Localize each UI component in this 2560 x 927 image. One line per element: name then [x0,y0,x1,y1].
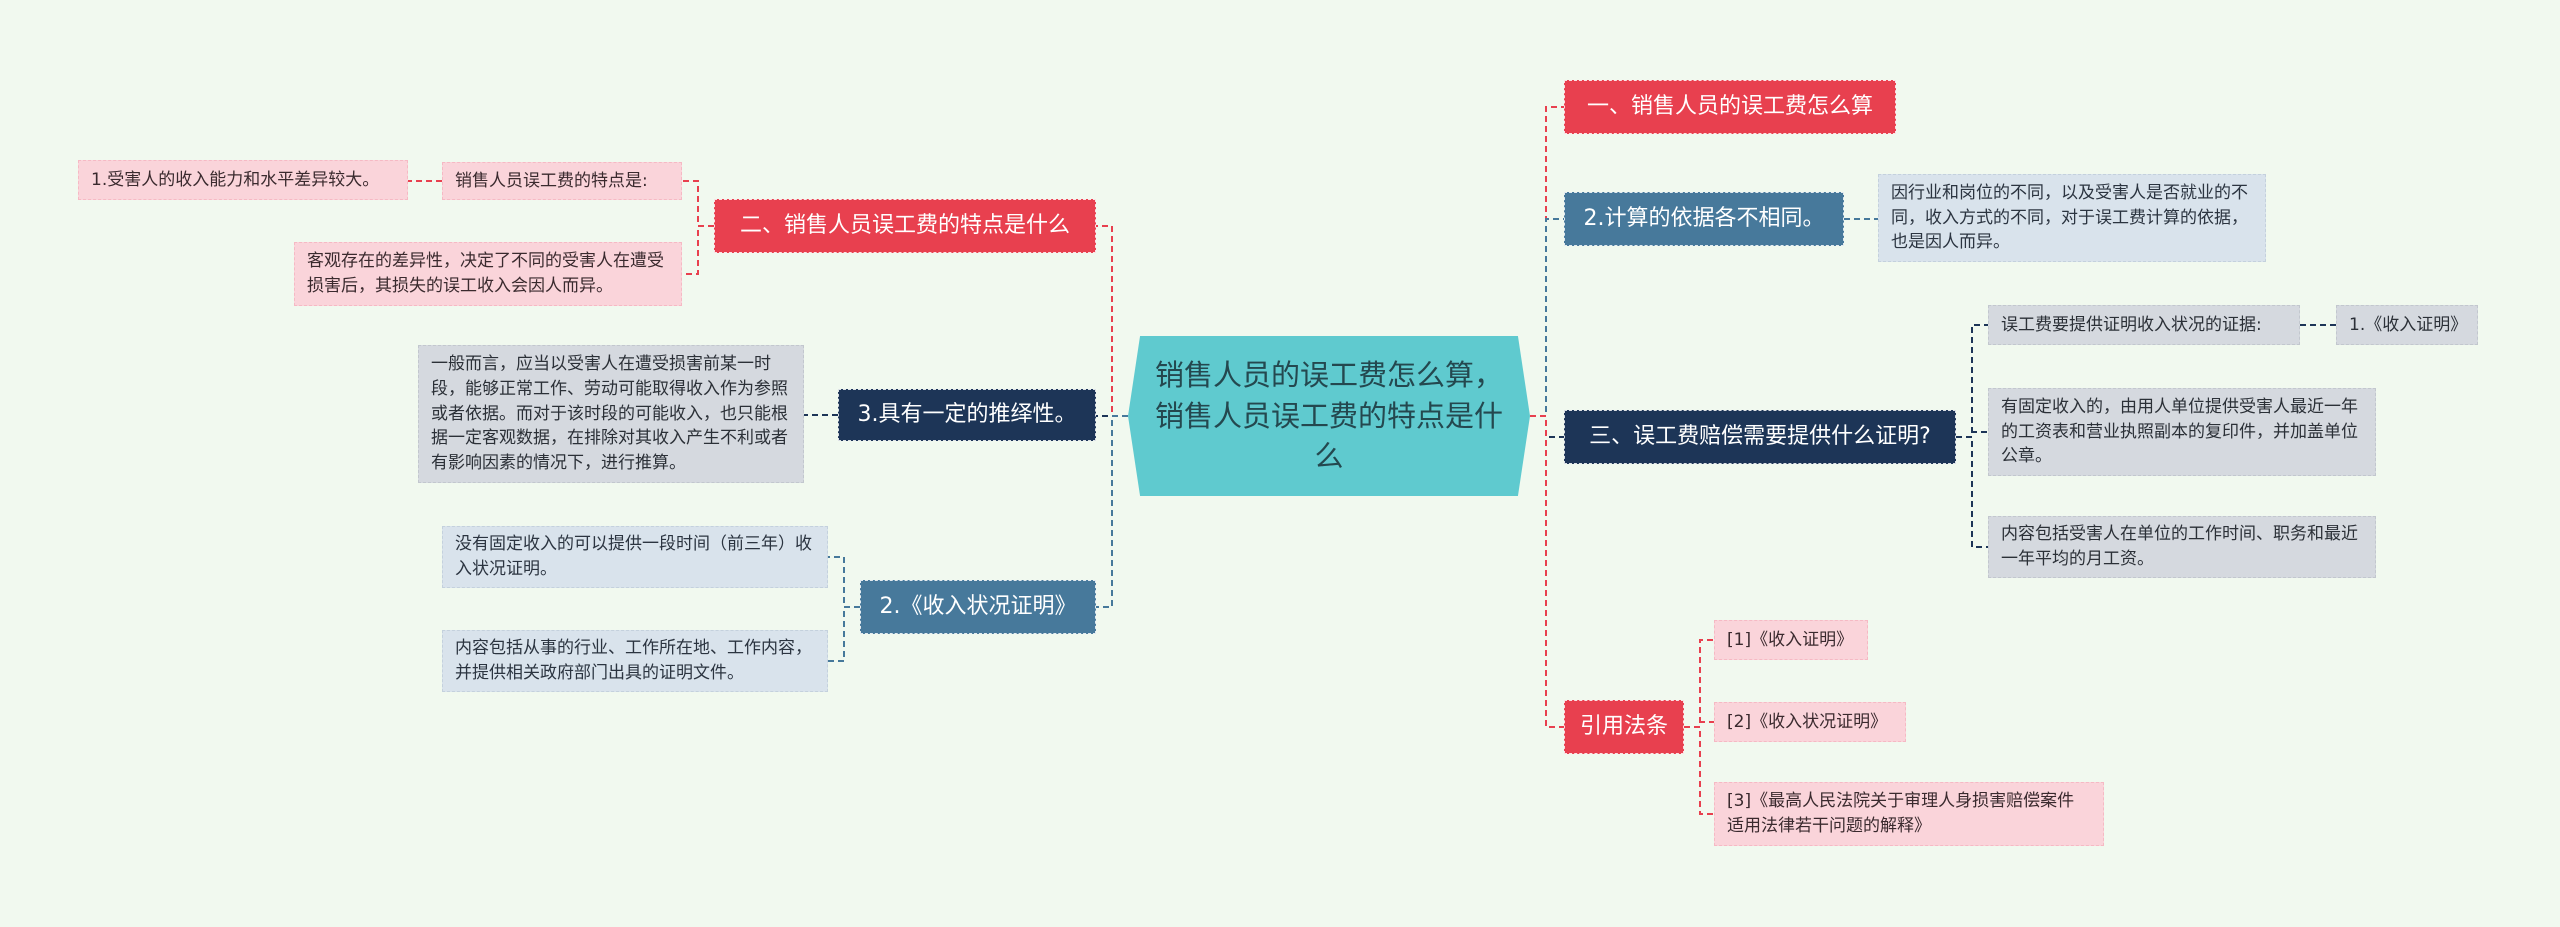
branch-basis[interactable]: 2.计算的依据各不相同。 [1564,192,1844,246]
ref-item-2-text: [2]《收入状况证明》 [1727,711,1888,732]
branch-refs-label: 引用法条 [1579,714,1668,740]
link-refs-3 [1684,726,1714,815]
branch-proof[interactable]: 三、误工费赔偿需要提供什么证明? [1564,410,1956,464]
proof-item-2-text: 有固定收入的，由用人单位提供受害人最近一年的工资表和营业执照副本的复印件，并加盖… [2001,397,2358,467]
inference-text[interactable]: 一般而言，应当以受害人在遭受损害前某一时段，能够正常工作、劳动可能取得收入作为参… [418,345,804,483]
income-cert-item-2[interactable]: 内容包括从事的行业、工作所在地、工作内容，并提供相关政府部门出具的证明文件。 [442,630,828,692]
features-diff-text[interactable]: 客观存在的差异性，决定了不同的受害人在遭受损害后，其损失的误工收入会因人而异。 [294,242,682,306]
proof-item-1-text: 误工费要提供证明收入状况的证据: [2001,314,2262,335]
link-center-refs [1530,415,1564,728]
ref-item-1-text: [1]《收入证明》 [1727,629,1854,650]
central-topic-text: 销售人员的误工费怎么算，销售人员误工费的特点是什么 [1154,358,1503,474]
ref-item-1[interactable]: [1]《收入证明》 [1714,620,1868,660]
link-proof-item1 [1956,324,1988,438]
branch-how-calc-label: 一、销售人员的误工费怎么算 [1586,94,1873,120]
branch-how-calc[interactable]: 一、销售人员的误工费怎么算 [1564,80,1896,134]
proof-item-1[interactable]: 误工费要提供证明收入状况的证据: [1988,305,2300,345]
branch-inference-label: 3.具有一定的推绎性。 [857,402,1077,428]
link-refs-1 [1684,639,1714,728]
branch-inference[interactable]: 3.具有一定的推绎性。 [838,389,1096,441]
link-center-proof [1530,415,1564,438]
link-income-item1 [828,556,860,608]
proof-item-3-text: 内容包括受害人在单位的工作时间、职务和最近一年平均的月工资。 [2001,524,2358,569]
branch-proof-label: 三、误工费赔偿需要提供什么证明? [1589,424,1931,450]
features-point-1[interactable]: 1.受害人的收入能力和水平差异较大。 [78,160,408,200]
proof-item-1-sub[interactable]: 1.《收入证明》 [2336,305,2478,345]
features-diff-text-content: 客观存在的差异性，决定了不同的受害人在遭受损害后，其损失的误工收入会因人而异。 [307,251,664,296]
branch-refs[interactable]: 引用法条 [1564,700,1684,754]
link-proof-item3 [1956,436,1988,548]
ref-item-3-text: [3]《最高人民法院关于审理人身损害赔偿案件适用法律若干问题的解释》 [1727,791,2075,836]
branch-income-cert-label: 2.《收入状况证明》 [879,594,1077,620]
link-features-diff [682,225,714,275]
basis-text-content: 因行业和岗位的不同，以及受害人是否就业的不同，收入方式的不同，对于误工费计算的依… [1891,183,2248,253]
ref-item-2[interactable]: [2]《收入状况证明》 [1714,702,1906,742]
proof-item-1-sub-text: 1.《收入证明》 [2349,314,2468,335]
features-point-1-text: 1.受害人的收入能力和水平差异较大。 [91,169,380,190]
link-center-income-cert [1096,415,1128,608]
features-sub-label-text: 销售人员误工费的特点是: [455,170,648,191]
inference-text-content: 一般而言，应当以受害人在遭受损害前某一时段，能够正常工作、劳动可能取得收入作为参… [431,354,788,473]
features-sub-label[interactable]: 销售人员误工费的特点是: [442,162,682,200]
branch-basis-label: 2.计算的依据各不相同。 [1583,206,1825,232]
link-center-basis [1530,218,1564,417]
proof-item-2[interactable]: 有固定收入的，由用人单位提供受害人最近一年的工资表和营业执照副本的复印件，并加盖… [1988,388,2376,476]
ref-item-3[interactable]: [3]《最高人民法院关于审理人身损害赔偿案件适用法律若干问题的解释》 [1714,782,2104,846]
income-cert-item-2-text: 内容包括从事的行业、工作所在地、工作内容，并提供相关政府部门出具的证明文件。 [455,638,812,683]
proof-item-3[interactable]: 内容包括受害人在单位的工作时间、职务和最近一年平均的月工资。 [1988,516,2376,578]
income-cert-item-1[interactable]: 没有固定收入的可以提供一段时间（前三年）收入状况证明。 [442,526,828,588]
branch-features[interactable]: 二、销售人员误工费的特点是什么 [714,199,1096,253]
income-cert-item-1-text: 没有固定收入的可以提供一段时间（前三年）收入状况证明。 [455,534,812,579]
link-income-item2 [828,606,860,662]
central-topic[interactable]: 销售人员的误工费怎么算，销售人员误工费的特点是什么 [1128,336,1530,496]
link-center-features [1096,225,1128,417]
basis-text[interactable]: 因行业和岗位的不同，以及受害人是否就业的不同，收入方式的不同，对于误工费计算的依… [1878,174,2266,262]
branch-income-cert[interactable]: 2.《收入状况证明》 [860,580,1096,634]
branch-features-label: 二、销售人员误工费的特点是什么 [739,213,1070,239]
link-features-sublabel [682,180,714,227]
